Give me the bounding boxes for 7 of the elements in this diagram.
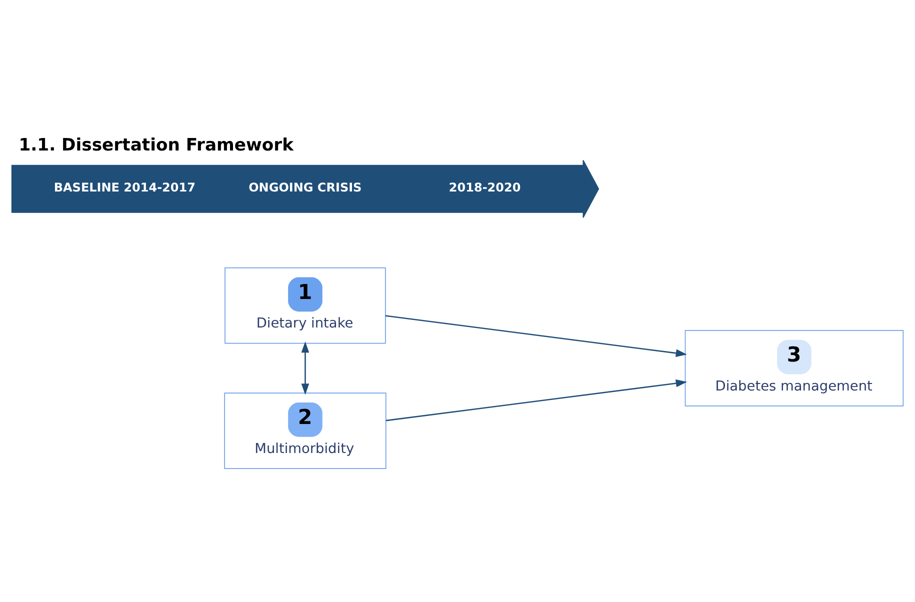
arrow <box>301 341 310 394</box>
arrow <box>385 314 688 356</box>
node-box: 2 Multimorbidity <box>224 392 386 468</box>
node-box: 3 Diabetes management <box>684 330 904 406</box>
arrow <box>386 378 688 421</box>
node-box: 1 Dietary intake <box>224 266 386 344</box>
diagram-title: 1.1. Dissertation Framework <box>18 135 294 156</box>
